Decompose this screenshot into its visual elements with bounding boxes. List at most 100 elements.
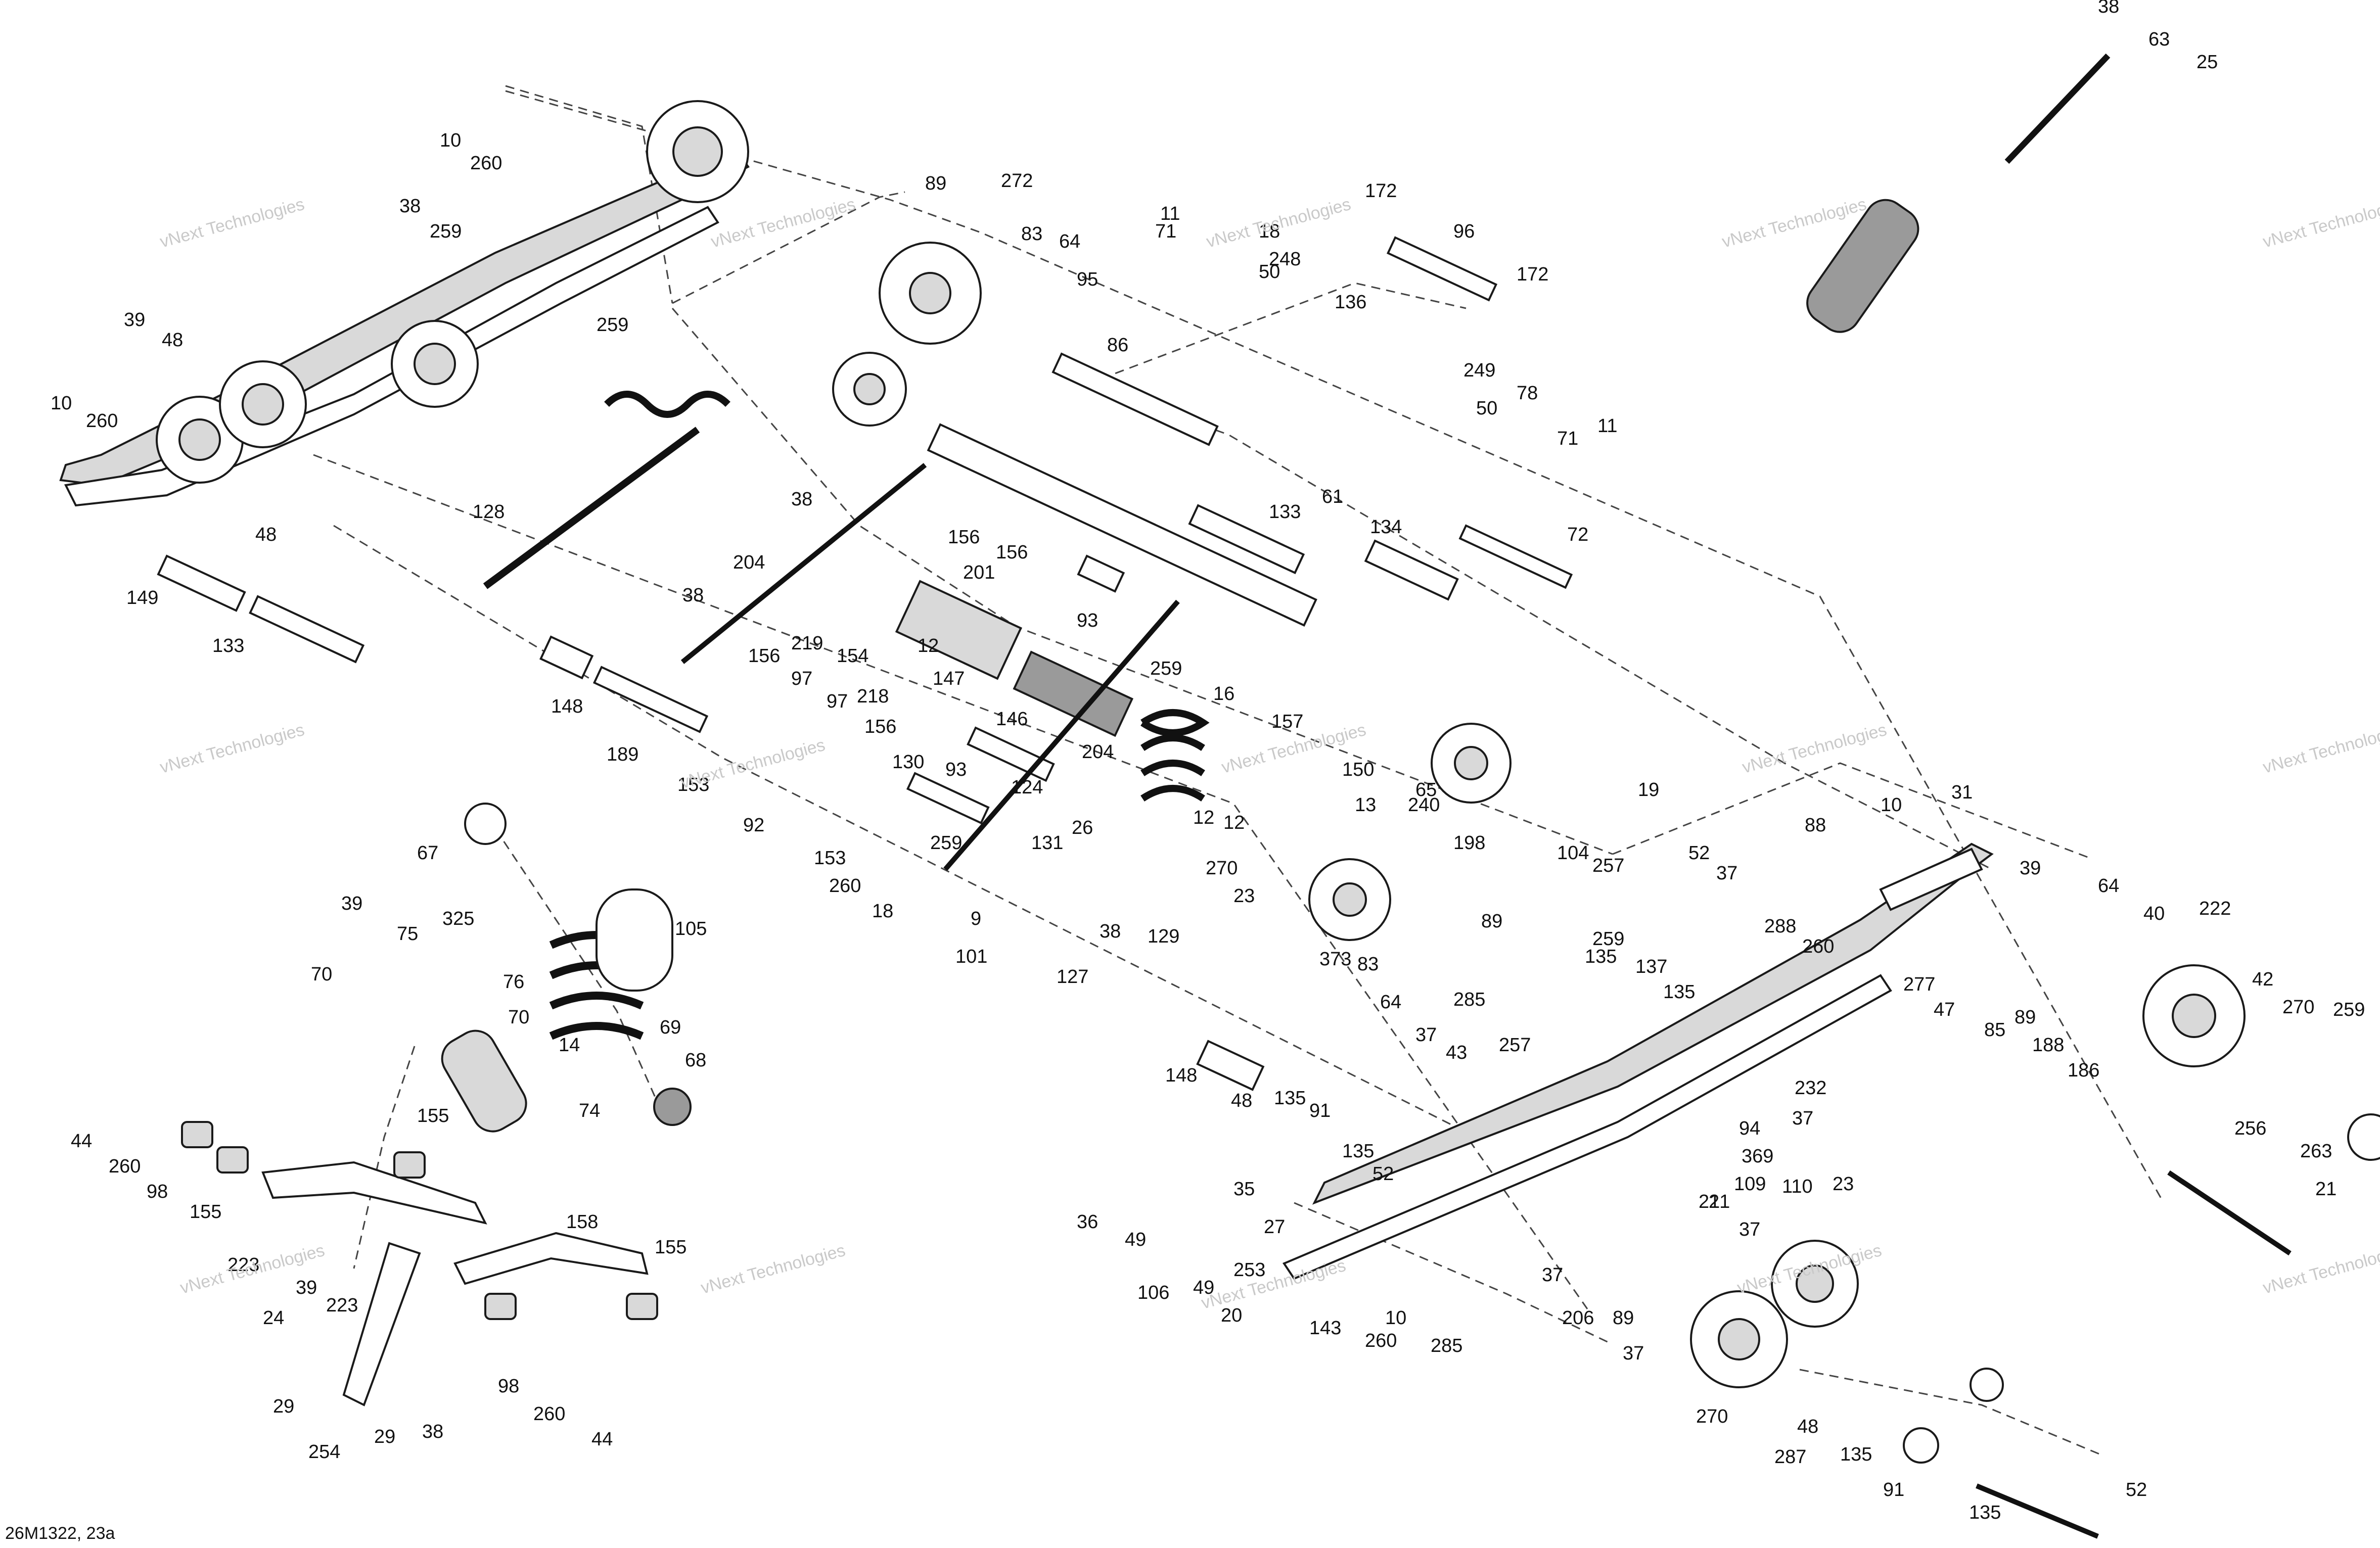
part-label: 150 bbox=[1342, 759, 1374, 780]
part-label: 101 bbox=[955, 946, 987, 967]
part-label: 156 bbox=[748, 645, 780, 667]
part-label: 52 bbox=[1372, 1163, 1394, 1185]
part-label: 23 bbox=[1233, 885, 1255, 907]
part-label: 63 bbox=[2148, 29, 2170, 50]
part-label: 18 bbox=[1259, 221, 1280, 242]
part-label: 257 bbox=[1592, 855, 1624, 876]
part-label: 61 bbox=[1322, 486, 1343, 507]
part-label: 89 bbox=[2015, 1007, 2036, 1028]
part-label: 50 bbox=[1476, 398, 1497, 419]
part-label: 64 bbox=[1059, 231, 1080, 252]
part-label: 256 bbox=[2234, 1118, 2266, 1139]
part-label: 18 bbox=[872, 901, 893, 922]
part-label: 158 bbox=[566, 1211, 598, 1233]
part-label: 232 bbox=[1795, 1077, 1826, 1099]
part-label: 91 bbox=[1309, 1100, 1331, 1121]
part-label: 24 bbox=[263, 1307, 284, 1329]
part-label: 43 bbox=[1446, 1042, 1467, 1063]
part-label: 37 bbox=[1739, 1219, 1760, 1240]
part-label: 65 bbox=[1415, 779, 1437, 801]
part-label: 72 bbox=[1567, 524, 1588, 545]
part-label: 270 bbox=[2282, 997, 2314, 1018]
part-label: 260 bbox=[1365, 1330, 1397, 1351]
part-label: 38 bbox=[422, 1421, 443, 1442]
part-label: 189 bbox=[607, 744, 638, 765]
part-label: 149 bbox=[126, 587, 158, 608]
part-label: 201 bbox=[963, 562, 995, 583]
part-label: 64 bbox=[1380, 992, 1401, 1013]
part-label: 21 bbox=[2315, 1179, 2337, 1200]
part-label: 135 bbox=[1840, 1444, 1872, 1465]
part-label: 14 bbox=[559, 1035, 580, 1056]
part-label: 259 bbox=[930, 832, 962, 854]
part-label: 35 bbox=[1233, 1179, 1255, 1200]
part-label: 155 bbox=[417, 1105, 449, 1127]
part-label: 373 bbox=[1319, 949, 1351, 970]
part-label: 27 bbox=[1264, 1216, 1285, 1238]
part-label: 143 bbox=[1309, 1318, 1341, 1339]
part-label: 133 bbox=[212, 635, 244, 656]
part-label: 105 bbox=[675, 918, 707, 940]
part-label: 68 bbox=[685, 1050, 706, 1071]
part-label: 10 bbox=[1385, 1307, 1406, 1329]
part-label: 93 bbox=[1077, 610, 1098, 631]
part-label: 37 bbox=[1623, 1343, 1644, 1364]
part-label: 259 bbox=[1592, 928, 1624, 950]
part-label: 12 bbox=[1193, 807, 1214, 828]
part-label: 40 bbox=[2143, 903, 2165, 924]
part-label: 97 bbox=[827, 691, 848, 712]
part-label: 12 bbox=[1223, 812, 1245, 833]
part-label: 259 bbox=[2333, 999, 2365, 1020]
part-label: 218 bbox=[857, 686, 889, 707]
part-label: 44 bbox=[71, 1131, 92, 1152]
part-label: 12 bbox=[918, 635, 939, 656]
part-label: 36 bbox=[1077, 1211, 1098, 1233]
part-label: 89 bbox=[1481, 911, 1502, 932]
part-label: 50 bbox=[1259, 261, 1280, 283]
part-label: 254 bbox=[308, 1441, 340, 1463]
part-label: 270 bbox=[1696, 1406, 1728, 1427]
part-label: 325 bbox=[442, 908, 474, 929]
part-label: 270 bbox=[1206, 858, 1238, 879]
part-label: 287 bbox=[1774, 1446, 1806, 1468]
part-label: 70 bbox=[311, 964, 332, 985]
part-label: 71 bbox=[1155, 221, 1176, 242]
part-label: 172 bbox=[1365, 180, 1397, 202]
part-label: 42 bbox=[2252, 969, 2273, 990]
watermark-text: vNext Technologies bbox=[1199, 1256, 1348, 1313]
part-label: 146 bbox=[996, 709, 1028, 730]
part-label: 71 bbox=[1557, 428, 1578, 449]
part-label: 48 bbox=[255, 524, 277, 545]
part-label: 83 bbox=[1021, 223, 1042, 245]
part-label: 104 bbox=[1557, 842, 1589, 864]
watermark-text: vNext Technologies bbox=[2261, 1241, 2380, 1298]
part-label: 10 bbox=[440, 130, 461, 151]
part-label: 249 bbox=[1463, 360, 1495, 381]
part-label: 272 bbox=[1001, 170, 1033, 192]
part-label: 48 bbox=[1797, 1416, 1818, 1437]
part-label: 38 bbox=[791, 489, 812, 510]
part-label: 204 bbox=[1082, 741, 1114, 763]
part-label: 29 bbox=[273, 1396, 294, 1417]
part-label: 26 bbox=[1072, 817, 1093, 838]
part-label: 248 bbox=[1269, 249, 1301, 270]
part-label: 257 bbox=[1499, 1035, 1531, 1056]
part-label: 109 bbox=[1734, 1174, 1766, 1195]
part-label: 91 bbox=[1883, 1479, 1904, 1500]
watermarks: vNext Technologies vNext Technologies vN… bbox=[158, 195, 2380, 1313]
part-label: 52 bbox=[2126, 1479, 2147, 1500]
part-label: 153 bbox=[677, 774, 709, 795]
part-label: 156 bbox=[948, 527, 980, 548]
part-label: 75 bbox=[397, 923, 418, 945]
part-label: 240 bbox=[1408, 794, 1440, 816]
part-label: 37 bbox=[1415, 1024, 1437, 1046]
lower-rail-assembly bbox=[1282, 842, 1994, 1280]
part-label: 31 bbox=[1951, 782, 1973, 803]
part-label: 260 bbox=[109, 1156, 141, 1177]
part-label: 259 bbox=[430, 221, 462, 242]
part-label: 29 bbox=[374, 1426, 395, 1447]
part-label: 98 bbox=[498, 1376, 519, 1397]
part-label: 64 bbox=[2098, 875, 2119, 897]
part-label: 135 bbox=[1585, 946, 1617, 967]
part-label: 48 bbox=[162, 330, 183, 351]
